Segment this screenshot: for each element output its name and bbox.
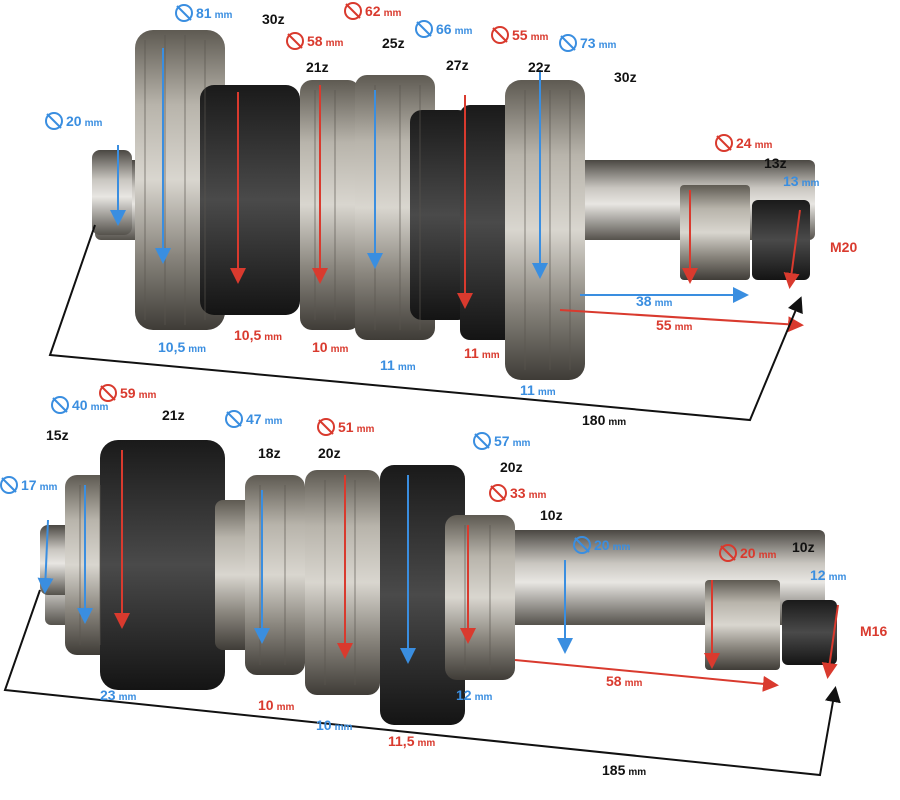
diameter-icon xyxy=(491,26,509,44)
diameter-icon xyxy=(489,484,507,502)
lower-thread-label: M16 xyxy=(860,623,887,639)
diameter-icon xyxy=(559,34,577,52)
upper-gear-25z xyxy=(300,80,360,330)
upper-gear-30z-right xyxy=(505,80,585,380)
lower-teeth-20z-right: 20z xyxy=(500,459,523,475)
diameter-icon xyxy=(415,20,433,38)
lower-gear-21z xyxy=(100,440,225,690)
upper-gear-dark-collar xyxy=(410,110,470,320)
diameter-icon xyxy=(99,384,117,402)
upper-thread-section xyxy=(752,200,810,280)
lower-teeth-10z-spline: 10z xyxy=(792,539,815,555)
diameter-icon xyxy=(175,4,193,22)
diameter-icon xyxy=(344,2,362,20)
diameter-icon xyxy=(286,32,304,50)
lower-shaft-assembly xyxy=(40,440,837,725)
diameter-icon xyxy=(51,396,69,414)
lower-gear-18z xyxy=(245,475,305,675)
upper-gear-21z xyxy=(200,85,300,315)
upper-shaft-assembly xyxy=(92,30,815,380)
upper-teeth-25z: 25z xyxy=(382,35,405,51)
lower-teeth-15z: 15z xyxy=(46,427,69,443)
upper-spline-section xyxy=(680,185,750,280)
diameter-icon xyxy=(0,476,18,494)
diameter-icon xyxy=(473,432,491,450)
upper-teeth-22z: 22z xyxy=(528,59,551,75)
upper-teeth-30z-right: 30z xyxy=(614,69,637,85)
upper-shaft-left-end xyxy=(92,150,132,235)
diameter-icon xyxy=(317,418,335,436)
lower-teeth-20z-left: 20z xyxy=(318,445,341,461)
lower-gear-10z xyxy=(445,515,515,680)
lower-teeth-18z: 18z xyxy=(258,445,281,461)
upper-teeth-27z: 27z xyxy=(446,57,469,73)
diameter-icon xyxy=(45,112,63,130)
upper-teeth-21z: 21z xyxy=(306,59,329,75)
dimension-lines xyxy=(3,48,841,777)
upper-teeth-30z-left: 30z xyxy=(262,11,285,27)
diameter-icon xyxy=(715,134,733,152)
diameter-icon xyxy=(225,410,243,428)
lower-spline-section xyxy=(705,580,780,670)
lower-teeth-10z-gear: 10z xyxy=(540,507,563,523)
lower-gear-20z-left xyxy=(305,470,380,695)
upper-thread-label: M20 xyxy=(830,239,857,255)
lower-thread-section xyxy=(782,600,837,665)
upper-teeth-13z: 13z xyxy=(764,155,787,171)
lower-teeth-21z: 21z xyxy=(162,407,185,423)
